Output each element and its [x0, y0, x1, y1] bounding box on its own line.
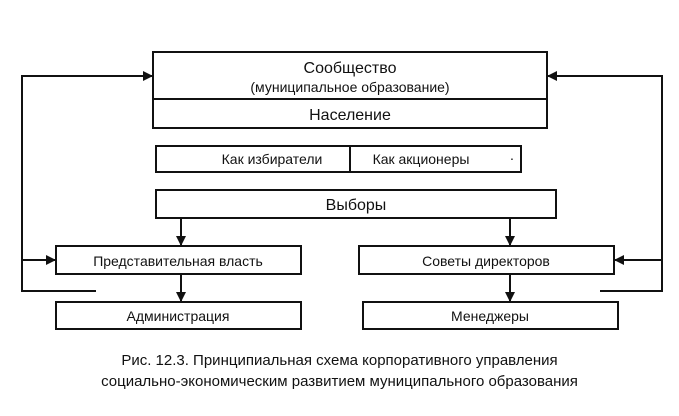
elections-label: Выборы: [326, 197, 387, 214]
managers-label: Менеджеры: [451, 308, 529, 324]
administration-box: Администрация: [55, 301, 302, 330]
shareholders-label: Как акционеры: [373, 151, 470, 167]
community-box: Сообщество (муниципальное образование) Н…: [152, 51, 548, 129]
stray-mark: ·: [510, 150, 515, 166]
population-label: Население: [309, 107, 391, 124]
elections-box: Выборы: [155, 189, 557, 219]
representative-power-box: Представительная власть: [55, 245, 302, 275]
right-feedback-to-community: [547, 71, 663, 292]
administration-label: Администрация: [127, 308, 230, 324]
voters-label: Как избиратели: [222, 151, 323, 167]
governance-diagram: Сообщество (муниципальное образование) Н…: [21, 51, 663, 330]
boards-of-directors-box: Советы директоров: [358, 245, 615, 275]
community-title: Сообщество: [304, 60, 397, 77]
caption-line-1: Рис. 12.3. Принципиальная схема корпорат…: [121, 352, 558, 369]
caption-line-2: социально-экономическим развитием муници…: [101, 373, 578, 390]
representative-power-label: Представительная власть: [93, 253, 263, 269]
managers-box: Менеджеры: [362, 301, 619, 330]
boards-of-directors-label: Советы директоров: [422, 253, 550, 269]
left-feedback-to-community: [21, 71, 153, 292]
roles-box: Как избиратели Как акционеры ·: [155, 145, 522, 173]
community-subtitle: (муниципальное образование): [250, 79, 449, 95]
